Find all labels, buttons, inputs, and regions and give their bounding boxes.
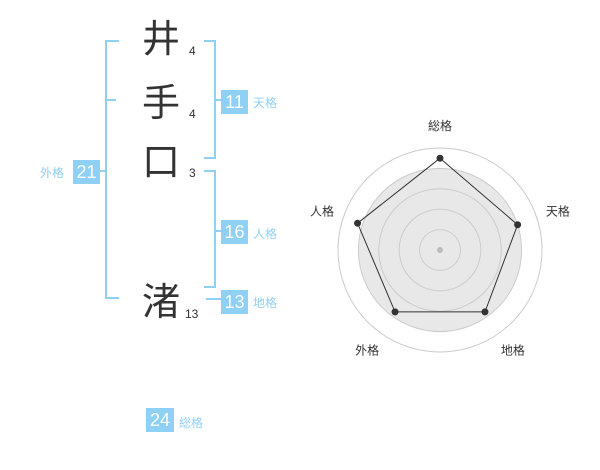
tenkaku-bracket-tick <box>216 99 222 101</box>
jinkaku-value-badge: 16 <box>221 220 248 244</box>
jinkaku-bracket-tick <box>216 230 222 232</box>
radar-axis-label: 地格 <box>501 342 525 357</box>
name-char-1: 井 <box>142 17 181 61</box>
tenkaku-value-badge: 11 <box>221 90 248 114</box>
soukaku-label: 総格 <box>179 416 204 430</box>
radar-center-point <box>437 247 443 253</box>
radar-point-2 <box>514 221 522 229</box>
chikaku-bracket <box>206 298 222 300</box>
stroke-count-2: 4 <box>189 107 196 121</box>
stroke-count-4: 13 <box>185 307 199 321</box>
jinkaku-label: 人格 <box>253 227 278 241</box>
chikaku-label: 地格 <box>253 296 278 310</box>
radar-ring <box>419 229 461 271</box>
gaikaku-bracket <box>105 40 119 299</box>
jinkaku-bracket <box>204 170 216 288</box>
soukaku-value-badge: 24 <box>146 408 174 432</box>
inner-tick-top <box>106 99 116 101</box>
name-char-4: 渚 <box>142 280 181 324</box>
radar-point-3 <box>481 308 489 316</box>
stroke-count-1: 4 <box>189 44 196 58</box>
name-char-2: 手 <box>142 81 181 125</box>
radar-ring <box>398 208 482 292</box>
radar-series-line <box>356 157 519 313</box>
name-char-3: 口 <box>142 140 181 184</box>
gaikaku-value-badge: 21 <box>73 160 100 184</box>
tenkaku-label: 天格 <box>253 96 278 110</box>
radar-axis-label: 総格 <box>428 118 452 133</box>
radar-series <box>354 154 522 316</box>
radar-point-5 <box>354 219 362 227</box>
radar-point-1 <box>436 154 444 162</box>
gaikaku-label: 外格 <box>40 166 65 180</box>
radar-ring <box>378 188 502 312</box>
stroke-count-3: 3 <box>189 166 196 180</box>
radar-axis-label: 外格 <box>355 342 379 357</box>
radar-axis-label: 人格 <box>310 204 334 219</box>
tenkaku-bracket <box>204 40 216 159</box>
gaikaku-bracket-tick <box>98 170 106 172</box>
chikaku-value-badge: 13 <box>221 290 248 314</box>
radar-axis-label: 天格 <box>546 204 570 219</box>
radar-point-4 <box>391 308 399 316</box>
